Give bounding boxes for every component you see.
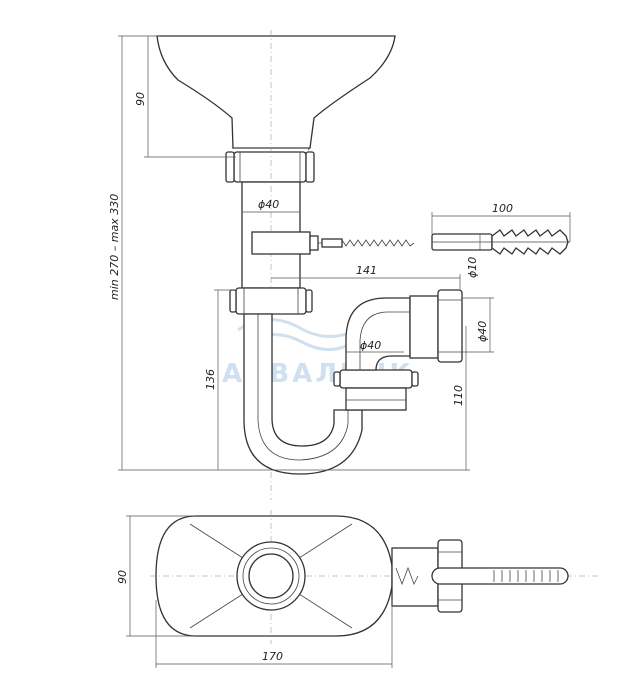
sink-bowl <box>156 35 396 149</box>
dim-outlet-diameter: ϕ40 <box>476 321 489 342</box>
upper-nut <box>233 151 307 183</box>
lower-nut <box>235 287 307 315</box>
dim-trap-diameter: ϕ40 <box>360 339 381 352</box>
mounting-screw <box>321 238 415 248</box>
bottom-dowel <box>431 567 569 585</box>
trap-nut <box>339 369 413 389</box>
overflow-connector <box>251 231 311 255</box>
dim-screw-length: 100 <box>492 202 513 215</box>
dim-bottom-length: 170 <box>262 650 283 663</box>
dim-right-height: 110 <box>452 385 465 406</box>
dim-left-height: 136 <box>204 369 217 390</box>
outlet-fitting <box>409 295 439 359</box>
dim-pipe-diameter: ϕ40 <box>258 198 279 211</box>
outlet-nut <box>437 289 463 363</box>
bottom-view <box>150 510 600 644</box>
dim-outlet-offset: 141 <box>356 264 377 277</box>
u-trap <box>243 313 363 475</box>
dim-total-height: min 270 – max 330 <box>108 194 121 300</box>
dim-bowl-height: 90 <box>134 92 147 106</box>
dim-bottom-width: 90 <box>116 570 129 584</box>
drain-inner-ring <box>248 553 294 599</box>
dim-screw-diameter: ϕ10 <box>466 257 479 278</box>
wall-dowel <box>431 229 570 255</box>
